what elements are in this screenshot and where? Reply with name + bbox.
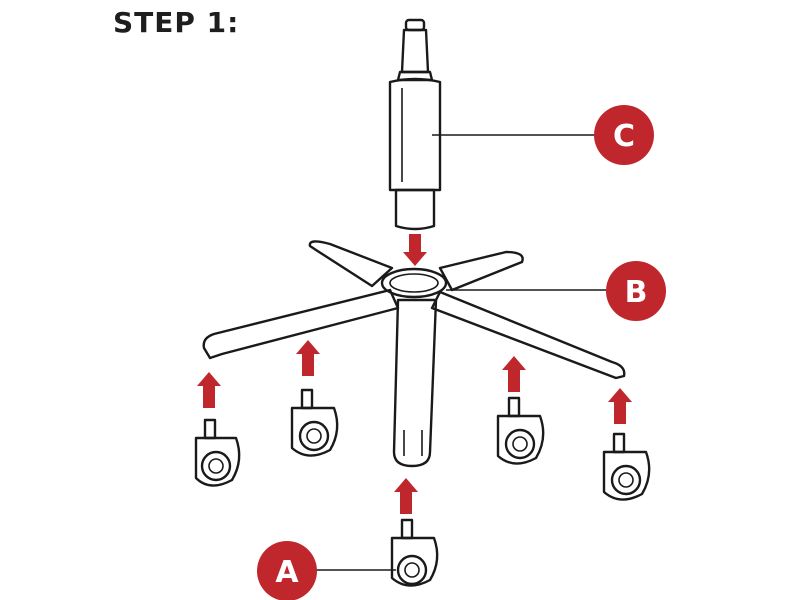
caster-3 — [496, 396, 545, 465]
gas-lift-cylinder — [388, 18, 442, 231]
caster-1 — [194, 418, 241, 487]
callout-a-label: A — [275, 555, 299, 590]
callout-c-label: C — [613, 119, 635, 154]
arrow-down-cylinder — [403, 234, 427, 266]
caster-2 — [290, 388, 339, 457]
callout-a: A — [257, 541, 317, 600]
callout-b-label: B — [625, 275, 648, 310]
arrow-up-caster-3 — [502, 356, 526, 392]
caster-4 — [602, 432, 651, 501]
callout-c: C — [594, 105, 654, 165]
star-base — [202, 240, 626, 468]
arrow-up-caster-1 — [197, 372, 221, 408]
arrow-up-caster-4 — [608, 388, 632, 424]
callout-b: B — [606, 261, 666, 321]
step-title: STEP 1: — [113, 6, 240, 39]
caster-5 — [390, 518, 439, 587]
arrow-up-caster-5 — [394, 478, 418, 514]
arrow-up-caster-2 — [296, 340, 320, 376]
